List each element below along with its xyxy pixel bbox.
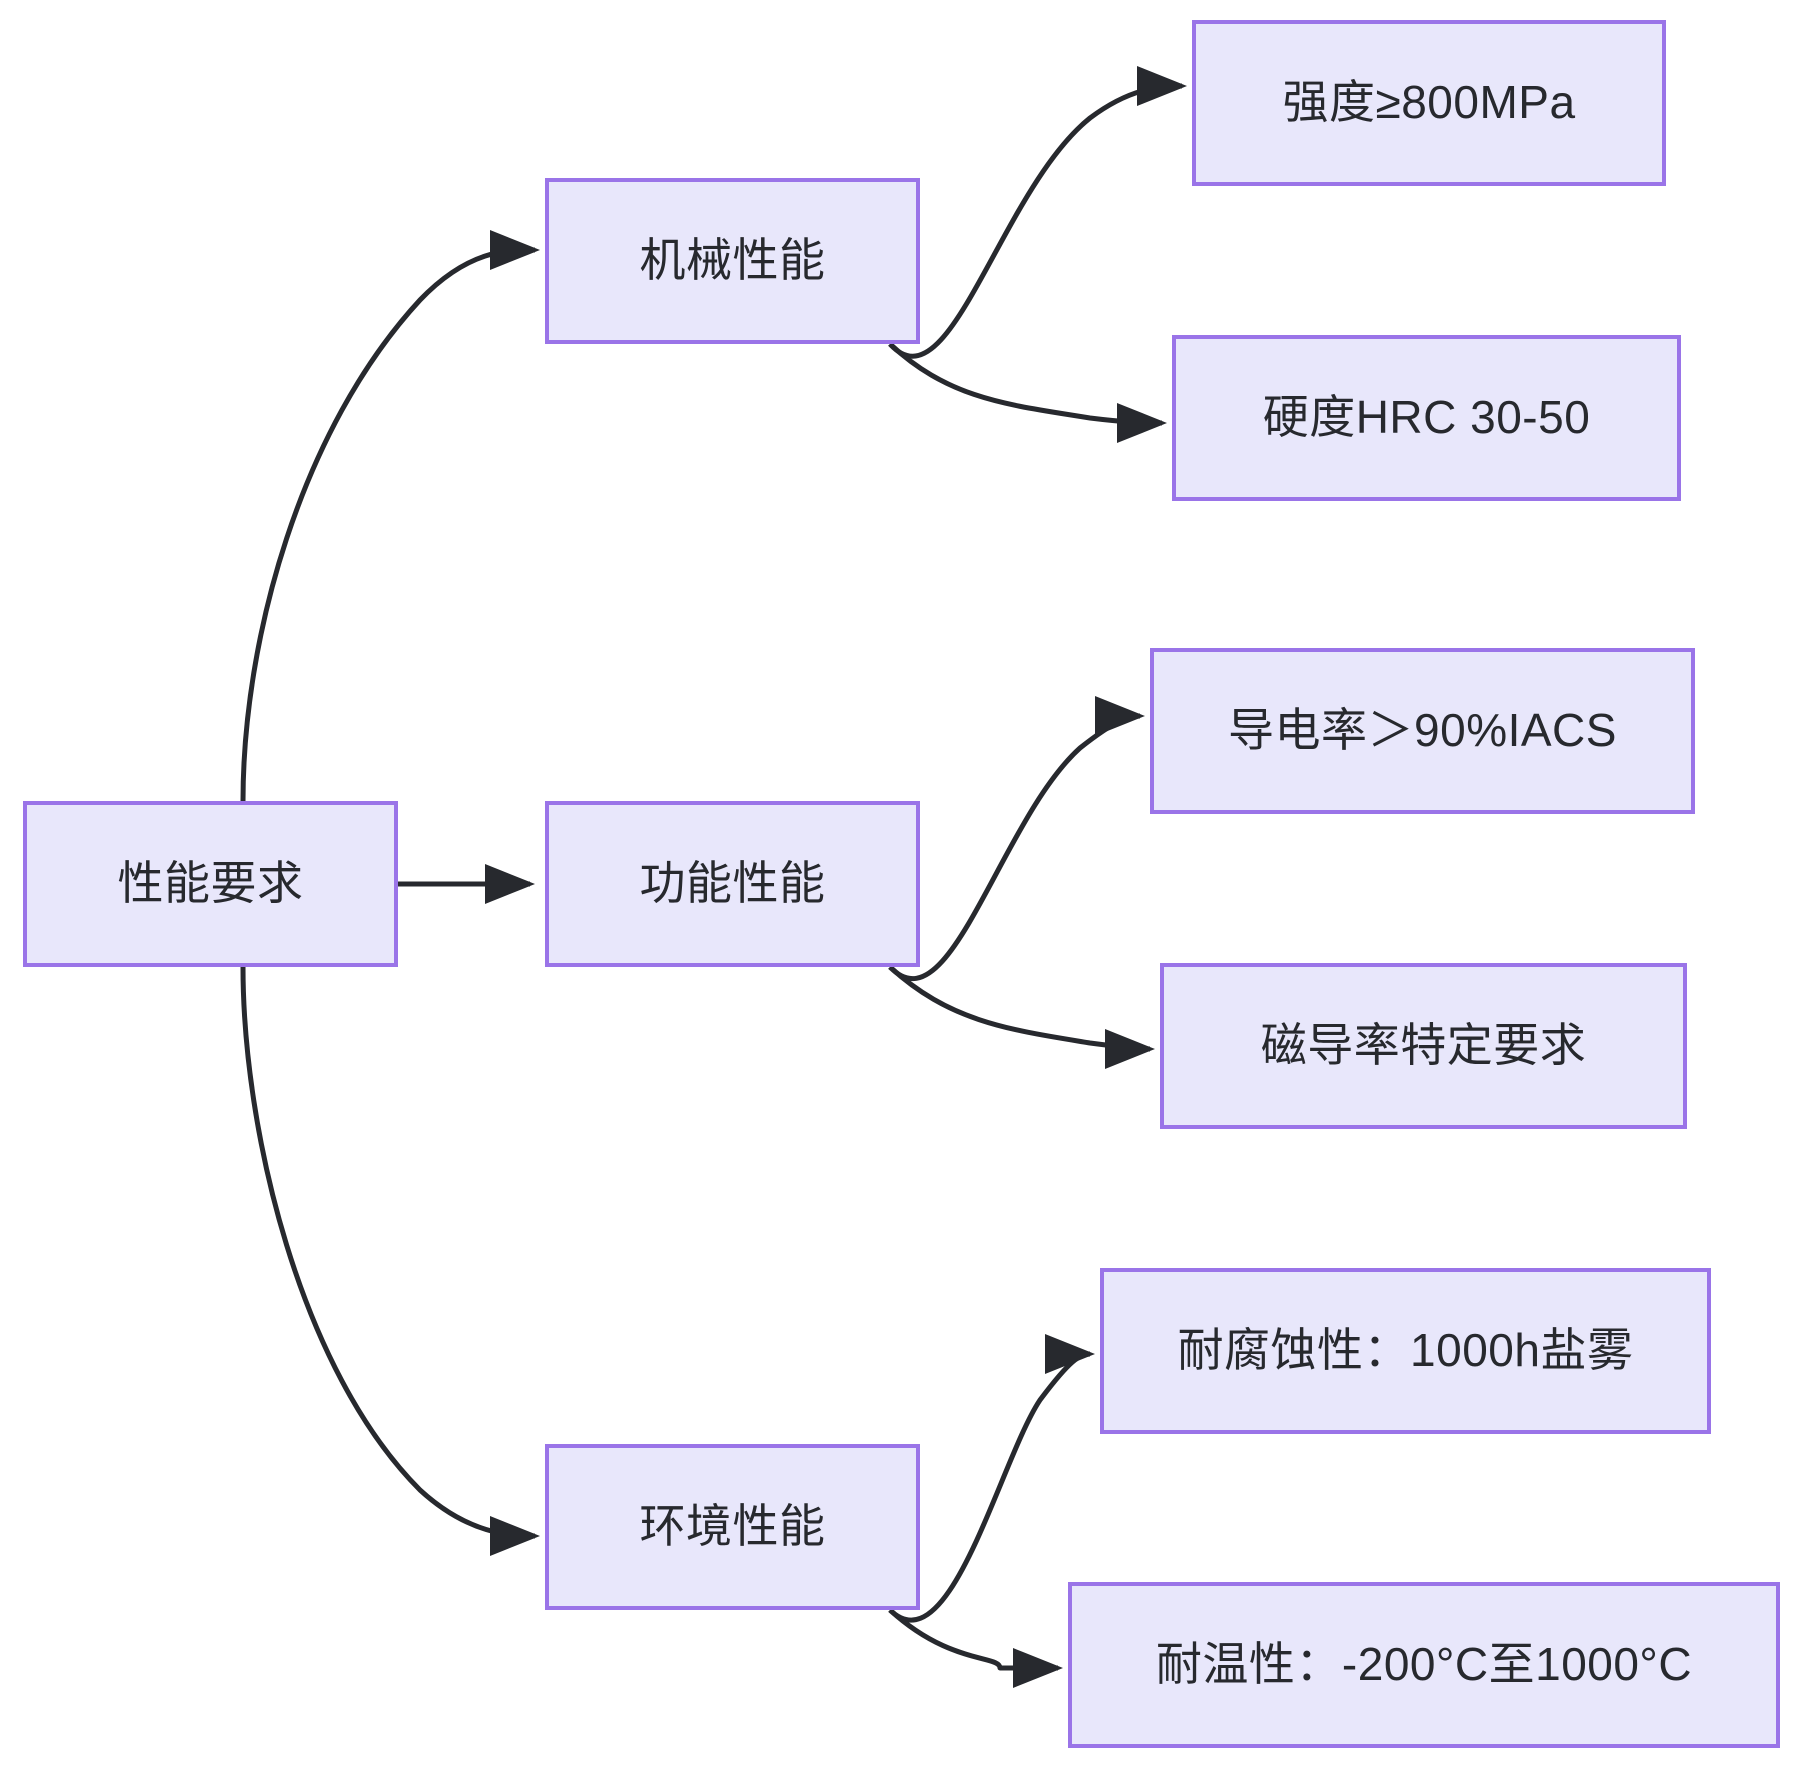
edge-mech-to-strength xyxy=(888,66,1187,359)
node-environmental-properties-label: 环境性能 xyxy=(639,1500,826,1553)
node-functional-properties[interactable]: 功能性能 xyxy=(545,801,920,967)
edge-root-to-env xyxy=(240,966,540,1556)
node-root[interactable]: 性能要求 xyxy=(23,801,398,967)
node-strength[interactable]: 强度≥800MPa xyxy=(1192,20,1666,186)
node-conductivity[interactable]: 导电率＞90%IACS xyxy=(1150,648,1695,814)
edge-mech-to-hardness xyxy=(888,342,1167,443)
edge-func-to-permeability xyxy=(888,965,1155,1069)
edge-env-to-corrosion xyxy=(888,1334,1095,1623)
node-temperature-resistance-label: 耐温性：-200°C至1000°C xyxy=(1155,1638,1693,1691)
node-magnetic-permeability[interactable]: 磁导率特定要求 xyxy=(1160,963,1687,1129)
edge-env-to-temperature xyxy=(888,1608,1063,1688)
edge-root-to-mech xyxy=(240,229,540,802)
edge-func-to-conductivity xyxy=(888,696,1145,981)
node-conductivity-label: 导电率＞90%IACS xyxy=(1228,704,1617,757)
node-corrosion-resistance[interactable]: 耐腐蚀性：1000h盐雾 xyxy=(1100,1268,1711,1434)
node-root-label: 性能要求 xyxy=(117,857,304,910)
node-magnetic-permeability-label: 磁导率特定要求 xyxy=(1260,1019,1587,1072)
node-strength-label: 强度≥800MPa xyxy=(1282,76,1576,129)
node-mechanical-properties-label: 机械性能 xyxy=(639,234,826,287)
node-hardness-label: 硬度HRC 30-50 xyxy=(1262,391,1591,444)
node-mechanical-properties[interactable]: 机械性能 xyxy=(545,178,920,344)
node-corrosion-resistance-label: 耐腐蚀性：1000h盐雾 xyxy=(1177,1324,1634,1377)
node-functional-properties-label: 功能性能 xyxy=(639,857,826,910)
node-environmental-properties[interactable]: 环境性能 xyxy=(545,1444,920,1610)
node-temperature-resistance[interactable]: 耐温性：-200°C至1000°C xyxy=(1068,1582,1780,1748)
node-hardness[interactable]: 硬度HRC 30-50 xyxy=(1172,335,1681,501)
